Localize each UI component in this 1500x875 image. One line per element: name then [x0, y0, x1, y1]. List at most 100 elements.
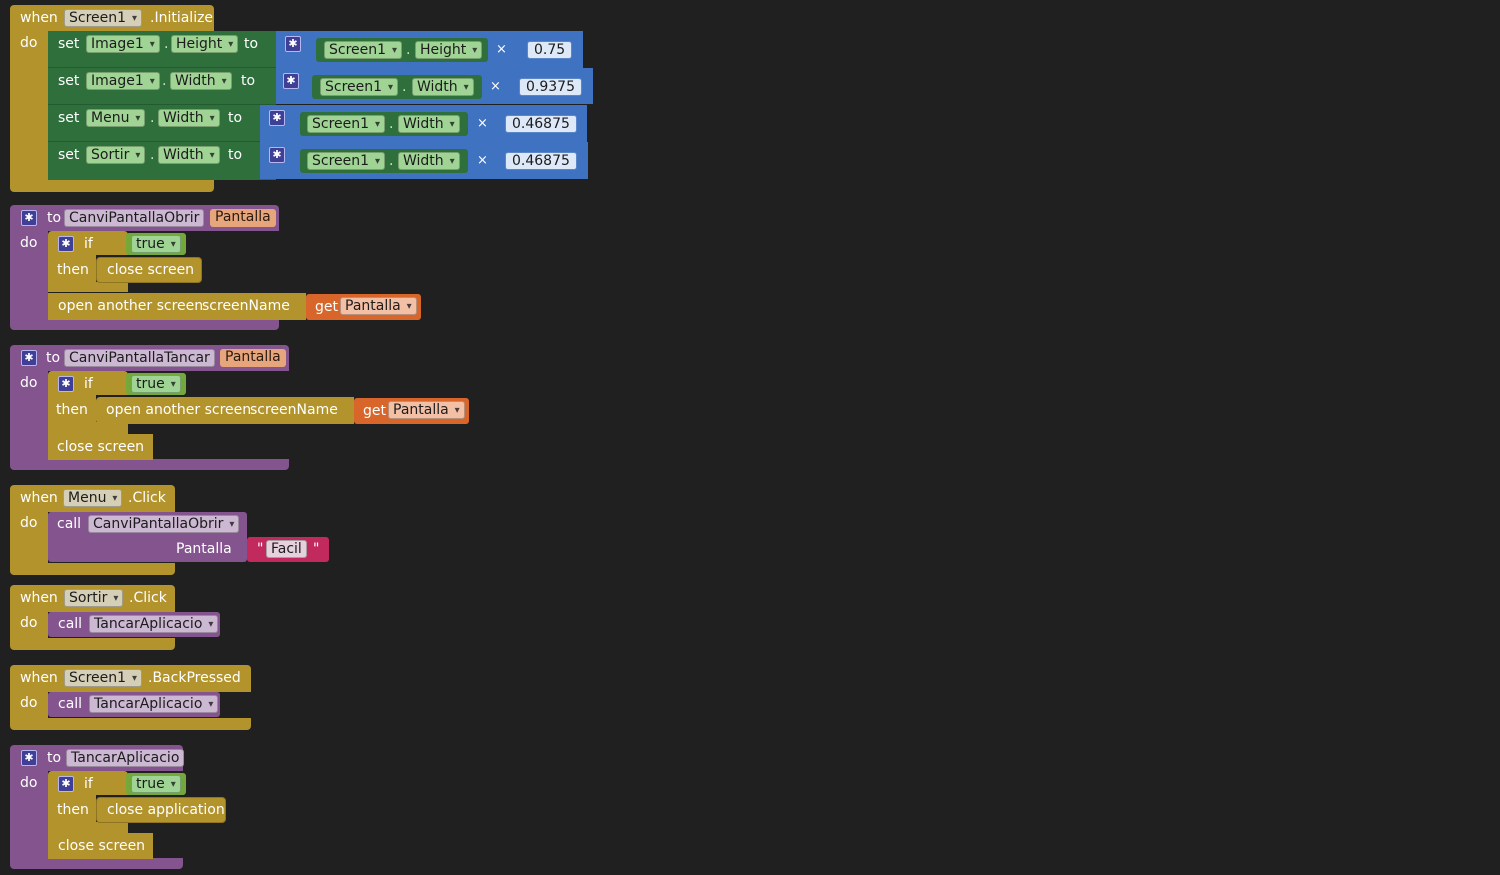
gear-icon[interactable]: ✱ — [21, 210, 37, 226]
to-keyword: to — [47, 210, 62, 226]
event-side — [10, 612, 48, 642]
gear-icon[interactable]: ✱ — [58, 776, 74, 792]
event-footer — [10, 638, 175, 650]
multiply-sign: × — [490, 79, 501, 94]
open-screen-label: open another screen — [106, 402, 252, 418]
proc-footer — [10, 858, 183, 869]
setter-property-dropdown[interactable]: Width — [158, 146, 220, 164]
gear-icon[interactable]: ✱ — [269, 147, 285, 163]
dot-separator: . — [162, 73, 167, 89]
setter-component-dropdown[interactable]: Image1 — [86, 72, 160, 90]
getter-property-dropdown[interactable]: Width — [398, 115, 460, 133]
close-screen-label: close screen — [58, 838, 146, 854]
event-footer — [10, 563, 175, 575]
row-divider — [48, 141, 276, 142]
getter-property-dropdown[interactable]: Width — [412, 78, 474, 96]
number-field[interactable]: 0.9375 — [519, 78, 582, 96]
when-keyword: when — [20, 590, 58, 606]
do-keyword: do — [20, 515, 38, 531]
setter-component-dropdown[interactable]: Image1 — [86, 35, 160, 53]
gear-icon[interactable]: ✱ — [58, 236, 74, 252]
parameter-name[interactable]: Pantalla — [220, 349, 286, 367]
if-keyword: if — [84, 236, 93, 252]
getter-component-dropdown[interactable]: Screen1 — [320, 78, 399, 96]
if-footer — [48, 422, 128, 434]
setter-component-dropdown[interactable]: Menu — [86, 109, 146, 127]
procedure-name-field[interactable]: CanviPantallaTancar — [64, 349, 215, 367]
text-field[interactable]: Facil — [266, 540, 307, 558]
close-application-block[interactable] — [96, 797, 226, 823]
to-keyword: to — [228, 147, 243, 163]
setter-component-dropdown[interactable]: Sortir — [86, 146, 146, 164]
set-keyword: set — [58, 147, 80, 163]
close-screen-label: close screen — [107, 262, 195, 278]
screen-name-label: screenName — [202, 298, 290, 314]
close-screen-block[interactable] — [48, 434, 153, 460]
component-dropdown[interactable]: Screen1 — [64, 9, 143, 27]
component-dropdown[interactable]: Sortir — [64, 589, 124, 607]
number-field[interactable]: 0.75 — [527, 41, 573, 59]
close-screen-block[interactable] — [48, 833, 153, 859]
component-dropdown[interactable]: Menu — [63, 489, 123, 507]
dot-separator: . — [389, 153, 394, 169]
event-side — [10, 692, 48, 722]
number-field[interactable]: 0.46875 — [505, 152, 577, 170]
event-footer — [10, 718, 251, 730]
setter-property-dropdown[interactable]: Height — [171, 35, 239, 53]
do-keyword: do — [20, 235, 38, 251]
gear-icon[interactable]: ✱ — [21, 350, 37, 366]
screen-name-label: screenName — [250, 402, 338, 418]
argument-label: Pantalla — [176, 541, 232, 557]
gear-icon[interactable]: ✱ — [58, 376, 74, 392]
procedure-name-field[interactable]: CanviPantallaObrir — [64, 209, 205, 227]
gear-icon[interactable]: ✱ — [269, 110, 285, 126]
set-keyword: set — [58, 36, 80, 52]
getter-property-dropdown[interactable]: Height — [415, 41, 483, 59]
proc-footer — [10, 459, 289, 470]
procedure-name-field[interactable]: TancarAplicacio — [66, 749, 185, 767]
setter-property-dropdown[interactable]: Width — [158, 109, 220, 127]
to-keyword: to — [241, 73, 256, 89]
gear-icon[interactable]: ✱ — [285, 36, 301, 52]
event-name: .BackPressed — [148, 670, 241, 686]
boolean-dropdown[interactable]: true — [131, 235, 181, 253]
open-screen-label: open another screen — [58, 298, 204, 314]
parameter-name[interactable]: Pantalla — [210, 209, 276, 227]
open-screen-block[interactable] — [96, 397, 354, 424]
dot-separator: . — [406, 42, 411, 58]
event-footer — [10, 180, 214, 192]
gear-icon[interactable]: ✱ — [21, 750, 37, 766]
when-keyword: when — [20, 10, 58, 26]
open-screen-block[interactable] — [48, 293, 306, 320]
component-dropdown[interactable]: Screen1 — [64, 669, 143, 687]
do-keyword: do — [20, 695, 38, 711]
procedure-dropdown[interactable]: CanviPantallaObrir — [88, 515, 240, 533]
proc-footer — [10, 319, 279, 330]
close-screen-label: close screen — [57, 439, 145, 455]
boolean-dropdown[interactable]: true — [131, 775, 181, 793]
getter-component-dropdown[interactable]: Screen1 — [307, 115, 386, 133]
to-keyword: to — [47, 750, 62, 766]
multiply-sign: × — [496, 42, 507, 57]
dot-separator: . — [389, 116, 394, 132]
boolean-dropdown[interactable]: true — [131, 375, 181, 393]
to-keyword: to — [228, 110, 243, 126]
getter-component-dropdown[interactable]: Screen1 — [324, 41, 403, 59]
multiply-sign: × — [477, 116, 488, 131]
when-keyword: when — [20, 670, 58, 686]
getter-property-dropdown[interactable]: Width — [398, 152, 460, 170]
number-field[interactable]: 0.46875 — [505, 115, 577, 133]
when-keyword: when — [20, 490, 58, 506]
dot-separator: . — [402, 79, 407, 95]
dot-separator: . — [150, 110, 155, 126]
set-keyword: set — [58, 110, 80, 126]
setter-property-dropdown[interactable]: Width — [170, 72, 232, 90]
procedure-dropdown[interactable]: TancarAplicacio — [89, 695, 219, 713]
getter-component-dropdown[interactable]: Screen1 — [307, 152, 386, 170]
variable-dropdown[interactable]: Pantalla — [340, 297, 417, 315]
gear-icon[interactable]: ✱ — [283, 73, 299, 89]
call-keyword: call — [58, 696, 83, 712]
variable-dropdown[interactable]: Pantalla — [388, 401, 465, 419]
close-screen-block[interactable] — [96, 257, 202, 283]
procedure-dropdown[interactable]: TancarAplicacio — [89, 615, 219, 633]
